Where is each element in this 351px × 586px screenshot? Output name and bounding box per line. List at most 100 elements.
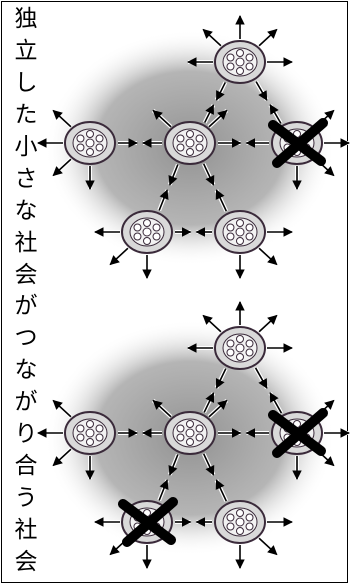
arrow [258,28,278,47]
caption-char: 合 [14,453,38,480]
arrow [269,392,283,414]
member-dot [176,424,185,433]
node-community [214,500,266,544]
caption-char: た [14,101,38,128]
member-dot [245,232,254,241]
member-dot [236,237,244,245]
failure-cross-icon [268,408,328,458]
arrow [208,399,228,418]
member-dot [152,232,161,241]
member-dot [226,522,235,531]
member-dot [143,237,151,245]
member-dot [245,513,254,522]
member-dot [133,232,142,241]
arrow [202,453,215,476]
arrow [52,158,72,177]
caption-char: が [14,389,38,416]
member-dot [245,339,254,348]
caption-char: 社 [14,517,38,543]
arrow [168,454,179,476]
node-community [164,121,216,165]
member-dot [226,348,235,357]
member-dot [186,420,194,428]
arrow [52,448,72,467]
caption-char: な [14,197,38,224]
arrow [203,392,215,413]
member-dot [176,433,185,442]
vertical-caption: 独立した小さな社会がつながり合う社会 [4,8,48,576]
failure-cross-icon [268,118,328,168]
caption-char: さ [14,165,38,192]
member-dot [236,219,244,227]
member-dot [86,420,94,428]
member-dot [236,527,244,535]
member-dot [76,424,85,433]
arrow [202,28,222,47]
arrow [255,81,268,101]
arrow [168,164,179,186]
center-member [235,227,245,237]
member-dot [95,134,104,143]
member-dot [86,438,94,446]
member-dot [195,424,204,433]
member-dot [226,513,235,522]
caption-char: 会 [14,261,38,288]
caption-char: 立 [14,37,38,64]
arrow [152,109,172,128]
member-dot [226,223,235,232]
member-dot [195,134,204,143]
arrow [158,479,169,501]
caption-char: 小 [14,133,38,160]
member-dot [143,219,151,227]
member-dot [245,62,254,71]
node-community [214,210,266,254]
node-community [214,326,266,370]
center-member [142,227,152,237]
arrow [202,314,222,333]
member-dot [76,143,85,152]
member-dot [186,130,194,138]
member-dot [236,49,244,57]
arrow [52,109,72,128]
arrow [215,368,227,389]
center-member [235,343,245,353]
center-member [185,138,195,148]
member-dot [226,53,235,62]
arrow [215,189,228,212]
arrow [215,82,227,101]
member-dot [186,438,194,446]
member-dot [86,148,94,156]
member-dot [86,130,94,138]
member-dot [176,143,185,152]
arrow [258,314,278,333]
arrow [269,104,282,124]
member-dot [95,424,104,433]
caption-char: つ [14,325,38,352]
caption-char: 会 [14,548,38,575]
arrow [202,163,215,186]
caption-char: り [14,421,38,448]
arrow [208,109,228,128]
node-community [121,210,173,254]
member-dot [76,433,85,442]
member-dot [133,223,142,232]
arrow [203,104,215,123]
member-dot [186,148,194,156]
member-dot [176,134,185,143]
center-member [185,428,195,438]
member-dot [245,53,254,62]
arrow [109,247,129,266]
member-dot [226,232,235,241]
caption-char: う [14,485,38,512]
node-community [164,411,216,455]
caption-char: 独 [14,6,38,32]
node-community [64,121,116,165]
caption-char: 社 [14,229,38,256]
arrow [258,247,278,266]
caption-char: し [14,69,38,96]
center-member [235,57,245,67]
arrow [258,537,278,556]
arrow [254,367,268,389]
member-dot [236,335,244,343]
arrow [52,399,72,418]
